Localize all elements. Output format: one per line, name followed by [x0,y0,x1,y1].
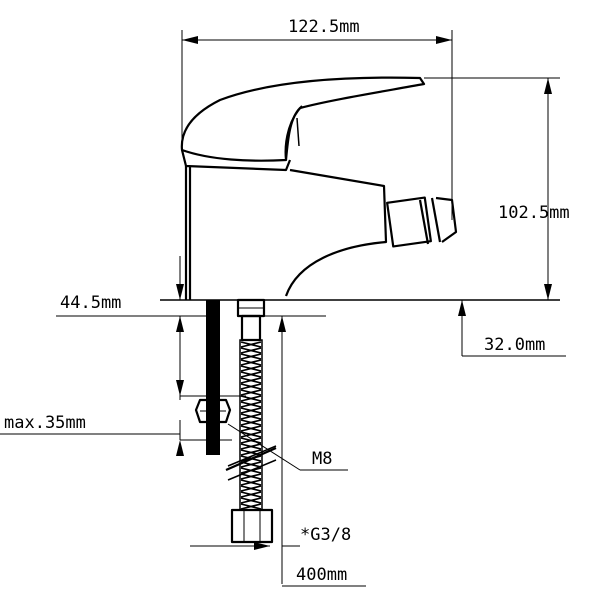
callout-thread: M8 [227,423,348,471]
faucet-handle [180,76,426,162]
dimension-depth: 44.5mm [56,256,206,400]
bidet-nozzle [386,196,458,248]
dimension-hose-length: 400mm [282,565,366,587]
label-max-thickness: max.35mm [4,413,86,433]
dimension-max-thickness: max.35mm [0,380,246,456]
label-height: 102.5mm [498,203,570,223]
dimension-width: 122.5mm [181,17,453,220]
faucet-column [184,166,192,300]
dimension-offset: 32.0mm [264,300,566,584]
label-connector: *G3/8 [300,525,351,545]
callout-connector: *G3/8 [190,525,351,550]
label-width: 122.5mm [288,17,360,37]
faucet-spout [284,168,388,297]
handle-inner-curve [284,105,303,161]
dimension-height: 102.5mm [424,77,570,300]
faucet-body [180,76,458,300]
label-thread: M8 [312,449,332,469]
label-depth: 44.5mm [60,293,121,313]
fixing-bolt [194,300,232,455]
label-hose-length: 400mm [296,565,347,585]
cartridge-cap [180,149,292,172]
handle-slot [296,117,300,147]
flexible-hose [225,298,277,544]
label-offset: 32.0mm [484,335,545,355]
